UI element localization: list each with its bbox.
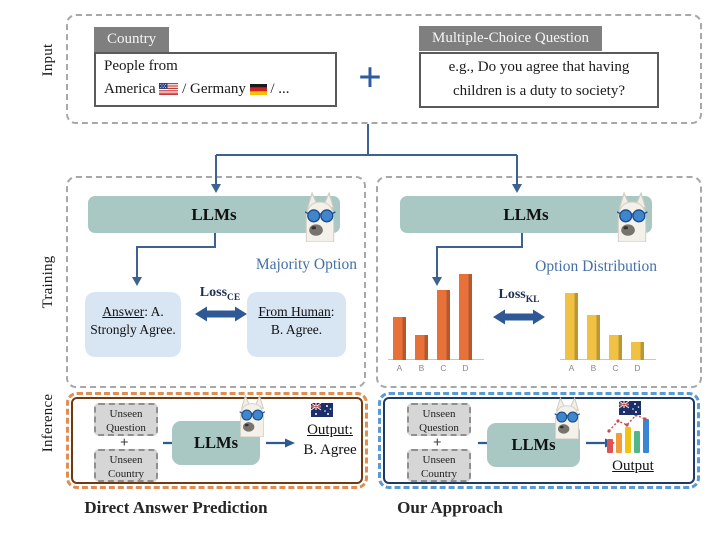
loss-ce-label: LossCE — [188, 285, 252, 303]
loss-ce-text: Loss — [199, 285, 228, 300]
answer-rest: : A. — [144, 304, 164, 319]
answer-box: Answer: A. Strongly Agree. — [85, 292, 181, 357]
country-line1: People from — [104, 58, 178, 74]
unseen-question-box: Unseen Question — [94, 403, 158, 436]
country-tab: Country — [94, 27, 170, 52]
australia-flag-icon — [311, 403, 333, 417]
rising-bar-chart-icon — [607, 415, 649, 453]
loss-kl-label: LossKL — [487, 287, 551, 305]
output-value: B. Agree — [303, 441, 357, 458]
inference-left-inner: Unseen Question + Unseen Country LLMs — [71, 395, 365, 484]
plus-icon: + — [433, 435, 442, 451]
from-human-label: From Human — [258, 304, 331, 319]
answer-line2: Strongly Agree. — [90, 322, 176, 338]
inference-left-panel: Unseen Question + Unseen Country LLMs — [66, 392, 368, 489]
country-america-label: America — [104, 81, 156, 98]
unseen-country-box: Unseen Country — [407, 449, 471, 482]
usa-flag-icon — [159, 83, 179, 96]
row-label-inference: Inference — [40, 393, 56, 453]
mcq-tab: Multiple-Choice Question — [419, 26, 603, 51]
row-label-input: Input — [40, 43, 56, 77]
australia-flag-icon — [619, 401, 641, 415]
output-block-left: Output: B. Agree — [295, 421, 365, 460]
from-human-line2: B. Agree. — [270, 322, 323, 338]
loss-kl-sub: KL — [525, 294, 540, 305]
double-arrow-ce-icon — [195, 306, 247, 322]
caption-our-approach: Our Approach — [397, 498, 503, 517]
llm-box-training-right: LLMs — [400, 196, 652, 233]
plus-icon: + — [120, 435, 129, 451]
plus-icon: + — [358, 55, 382, 101]
country-box: People from America / Germany / ... — [94, 52, 337, 107]
from-human-box: From Human: B. Agree. — [247, 292, 346, 357]
trend-line-icon — [607, 413, 647, 433]
output-label: Output — [612, 458, 654, 474]
majority-option-heading: Majority Option — [255, 256, 357, 273]
answer-label: Answer — [102, 304, 145, 319]
country-germany-label: / Germany — [182, 81, 246, 98]
unseen-question-box: Unseen Question — [407, 403, 471, 436]
llama-with-sunglasses-icon — [554, 397, 581, 439]
output-label: Output: — [307, 422, 353, 438]
country-more-label: / ... — [270, 81, 290, 98]
right-arrow-icon — [266, 438, 295, 448]
row-label-training: Training — [40, 255, 56, 309]
loss-ce-sub: CE — [227, 292, 241, 303]
option-distribution-heading: Option Distribution — [535, 258, 657, 275]
country-line2: America / Germany / ... — [104, 78, 327, 101]
llm-box-training-left: LLMs — [88, 196, 340, 233]
llama-with-sunglasses-icon — [239, 395, 266, 437]
inference-right-inner: Unseen Question + Unseen Country LLMs — [383, 397, 695, 484]
unseen-country-box: Unseen Country — [94, 449, 158, 482]
loss-kl-text: Loss — [498, 287, 526, 302]
double-arrow-kl-icon — [493, 309, 545, 325]
mcq-box: e.g., Do you agree that having children … — [419, 52, 659, 108]
from-human-rest: : — [330, 304, 335, 319]
llama-with-sunglasses-icon — [304, 192, 336, 242]
germany-flag-icon — [249, 84, 267, 96]
inference-right-panel: Unseen Question + Unseen Country LLMs — [378, 392, 700, 489]
output-block-right: Output — [603, 457, 663, 477]
caption-direct-answer-prediction: Direct Answer Prediction — [84, 498, 268, 517]
llama-with-sunglasses-icon — [616, 192, 648, 242]
